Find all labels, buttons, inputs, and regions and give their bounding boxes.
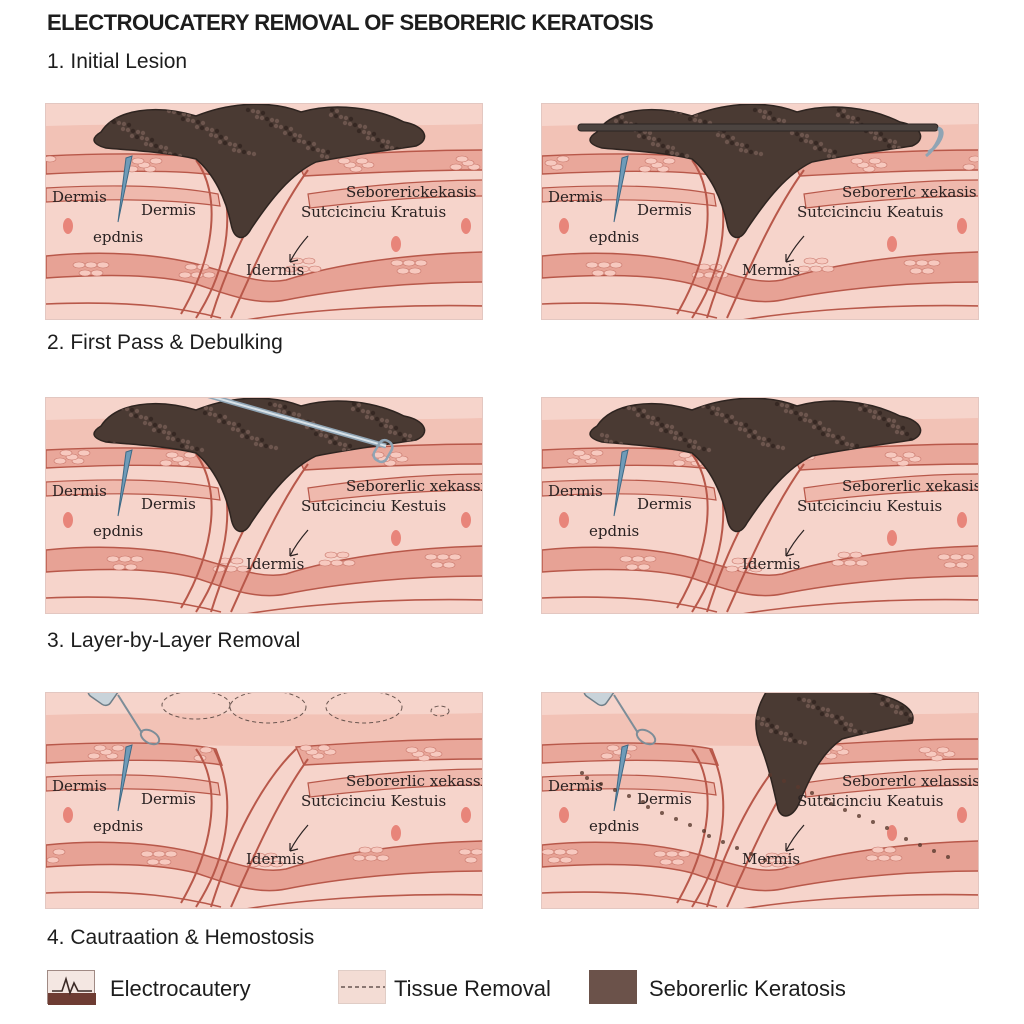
label-epidermis: epdnis [93, 817, 144, 835]
step-heading-4: 4. Cautraation & Hemostosis [47, 926, 315, 949]
label-dermis-mid: Dermis [637, 495, 692, 513]
label-dermis-mid: Dermis [141, 495, 196, 513]
label-epidermis: epdnis [589, 522, 640, 540]
label-seborrheic-keratosis: Seborerlc xelassis [842, 772, 979, 790]
label-seborrheic-keratosis: Seborerlic xekasis [842, 477, 979, 495]
tissue-removal-icon [338, 970, 386, 1004]
label-epidermis: epdnis [93, 228, 144, 246]
label-seborrheic-keratosis: Seborerlc xekasis [842, 183, 977, 201]
label-subtitle: Sutcicinciu Kestuis [301, 497, 447, 515]
legend-label-keratosis: Seborerlic Keratosis [649, 976, 846, 1001]
label-seborrheic-keratosis: Seborerickekasis [346, 183, 477, 201]
label-dermis-mid: Dermis [141, 790, 196, 808]
label-subtitle: Sutcicinciu Kratuis [301, 203, 447, 221]
label-epidermis: epdnis [589, 228, 640, 246]
electrocautery-icon [47, 970, 96, 1005]
label-dermis-left: Dermis [548, 777, 603, 795]
label-dermis-bottom: Mermis [742, 261, 801, 279]
label-dermis-left: Dermis [548, 482, 603, 500]
diagram-title: ELECTROUCATERY REMOVAL OF SEBORERIC KERA… [47, 10, 654, 35]
label-dermis-bottom: Idermis [742, 555, 801, 573]
label-subtitle: Sutcicinciu Keatuis [797, 792, 944, 810]
label-dermis-left: Dermis [52, 188, 107, 206]
label-dermis-left: Dermis [548, 188, 603, 206]
label-dermis-mid: Dermis [141, 201, 196, 219]
label-dermis-bottom: Idermis [246, 261, 305, 279]
legend-label-electrocautery: Electrocautery [110, 976, 251, 1001]
label-dermis-bottom: Idermis [246, 555, 305, 573]
label-seborrheic-keratosis: Seborerlic xekassis [346, 477, 483, 495]
label-epidermis: epdnis [93, 522, 144, 540]
label-dermis-bottom: Idermis [246, 850, 305, 868]
label-dermis-mid: Dermis [637, 790, 692, 808]
label-epidermis: epdnis [589, 817, 640, 835]
label-dermis-bottom: Mermis [742, 850, 801, 868]
step-heading-3: 3. Layer-by-Layer Removal [47, 629, 301, 652]
legend-label-tissue-removal: Tissue Removal [394, 976, 551, 1001]
step-heading-1: 1. Initial Lesion [47, 50, 188, 73]
label-subtitle: Sutcicinciu Keatuis [797, 203, 944, 221]
label-dermis-left: Dermis [52, 777, 107, 795]
label-seborrheic-keratosis: Seborerlic xekassis [346, 772, 483, 790]
keratosis-swatch [589, 970, 637, 1004]
step-heading-2: 2. First Pass & Debulking [47, 331, 283, 354]
label-dermis-left: Dermis [52, 482, 107, 500]
label-subtitle: Sutcicinciu Kestuis [797, 497, 943, 515]
label-subtitle: Sutcicinciu Kestuis [301, 792, 447, 810]
label-dermis-mid: Dermis [637, 201, 692, 219]
